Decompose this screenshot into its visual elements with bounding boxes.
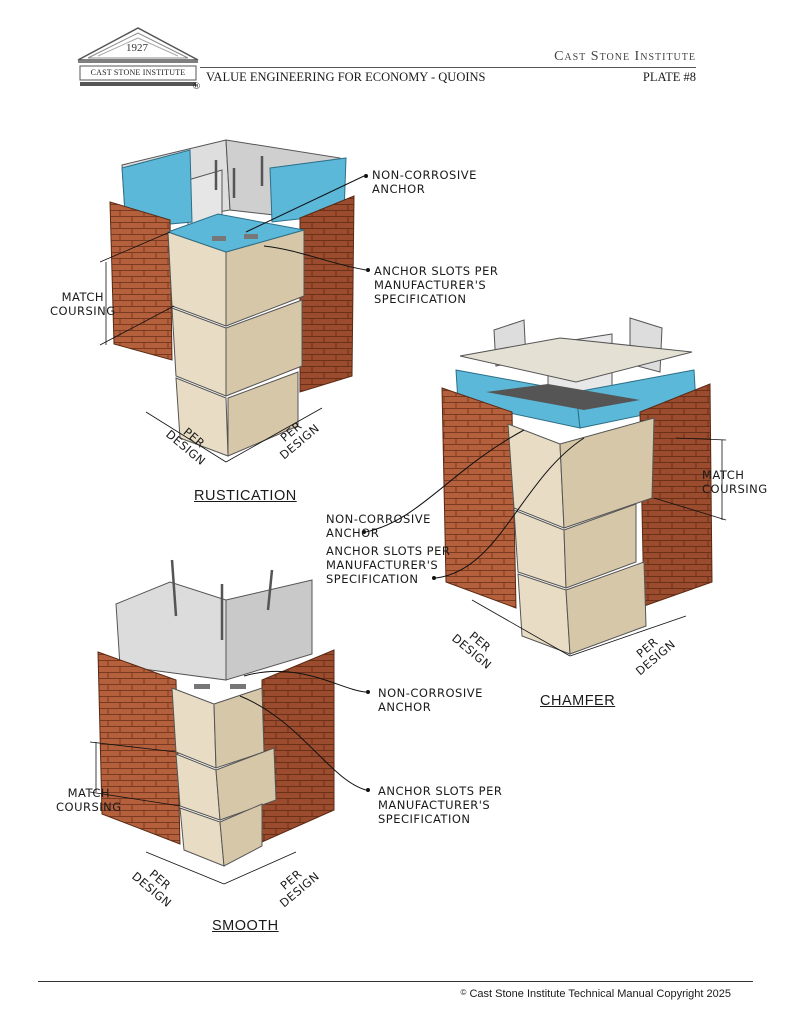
page-title: VALUE ENGINEERING FOR ECONOMY - QUOINS: [206, 70, 486, 84]
footer-rule: [38, 981, 753, 982]
registered-mark: ®: [192, 82, 201, 92]
cast-stone-institute-logo: 1927 CAST STONE INSTITUTE ®: [74, 22, 202, 94]
organization-name: Cast Stone Institute: [554, 49, 696, 64]
smooth-detail: [89, 559, 370, 885]
smooth-caption: SMOOTH: [212, 918, 279, 934]
rustication-anchor-label: NON-CORROSIVE ANCHOR: [372, 168, 477, 196]
copyright-text: Cast Stone Institute Technical Manual Co…: [469, 988, 731, 1000]
smooth-coursing-label: MATCH COURSING: [56, 786, 122, 814]
chamfer-anchor-label: NON-CORROSIVE ANCHOR: [326, 512, 431, 540]
chamfer-slots-label: ANCHOR SLOTS PER MANUFACTURER'S SPECIFIC…: [326, 544, 451, 586]
smooth-anchor-label: NON-CORROSIVE ANCHOR: [378, 686, 483, 714]
logo-year: 1927: [126, 42, 148, 54]
logo-name: CAST STONE INSTITUTE: [90, 68, 186, 77]
rustication-caption: RUSTICATION: [194, 488, 297, 504]
rustication-detail: [99, 139, 370, 463]
copyright-mark: ©: [460, 988, 467, 997]
footer-copyright: © Cast Stone Institute Technical Manual …: [461, 988, 731, 1000]
rustication-slots-label: ANCHOR SLOTS PER MANUFACTURER'S SPECIFIC…: [374, 264, 499, 306]
chamfer-detail: [362, 317, 727, 657]
plate-number: PLATE #8: [642, 70, 696, 84]
header-rule: [200, 67, 696, 68]
smooth-slots-label: ANCHOR SLOTS PER MANUFACTURER'S SPECIFIC…: [378, 784, 503, 826]
chamfer-coursing-label: MATCH COURSING: [702, 468, 768, 496]
rustication-coursing-label: MATCH COURSING: [50, 290, 116, 318]
chamfer-caption: CHAMFER: [540, 693, 616, 709]
